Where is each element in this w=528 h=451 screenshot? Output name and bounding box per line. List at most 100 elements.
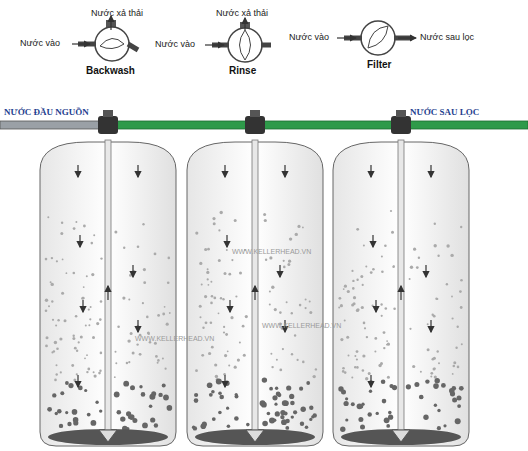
filter-media bbox=[360, 275, 363, 278]
filter-media bbox=[391, 231, 394, 234]
filter-media bbox=[279, 369, 282, 372]
filter-media bbox=[234, 416, 239, 421]
filter-media bbox=[99, 318, 102, 321]
filter-media bbox=[59, 337, 62, 340]
filter-media bbox=[224, 354, 227, 357]
filter-media bbox=[213, 222, 216, 225]
filter-media bbox=[291, 312, 293, 314]
filter-media bbox=[202, 422, 207, 427]
filter-media bbox=[446, 283, 448, 285]
filter-media bbox=[295, 233, 298, 236]
filter-media bbox=[210, 322, 213, 325]
filter-media bbox=[302, 227, 304, 229]
filter-media bbox=[71, 364, 74, 367]
filter-valve bbox=[337, 21, 416, 55]
filter-media bbox=[45, 299, 48, 302]
filter-media bbox=[374, 337, 377, 340]
filter-media bbox=[87, 413, 91, 417]
flow-arrow bbox=[137, 320, 138, 332]
filter-media bbox=[360, 424, 365, 429]
tank-base bbox=[48, 429, 168, 445]
filter-media bbox=[73, 335, 75, 337]
filter-media bbox=[128, 298, 130, 300]
filter-media bbox=[340, 427, 345, 432]
inlet-label: Nước vào bbox=[20, 39, 60, 49]
mode-title: Rinse bbox=[229, 65, 256, 76]
filter-media bbox=[56, 364, 58, 366]
filter-media bbox=[345, 418, 348, 421]
filter-media bbox=[53, 350, 55, 352]
filter-media bbox=[457, 326, 459, 328]
filter-media bbox=[95, 401, 98, 404]
filter-media bbox=[372, 268, 375, 271]
filter-media bbox=[286, 301, 288, 303]
filter-media bbox=[363, 245, 365, 247]
filter-media bbox=[46, 336, 49, 339]
riser-tube bbox=[398, 140, 404, 430]
filter-media bbox=[460, 306, 463, 309]
filter-media bbox=[293, 410, 297, 414]
filter-media bbox=[341, 390, 346, 395]
backwash-valve bbox=[72, 16, 138, 61]
filter-media bbox=[313, 375, 316, 378]
filter-media bbox=[137, 246, 140, 249]
filter-media bbox=[381, 380, 386, 385]
filter-media bbox=[282, 348, 284, 350]
filter-media bbox=[344, 285, 347, 288]
distributor bbox=[246, 430, 264, 442]
filter-media bbox=[365, 265, 367, 267]
filter-media bbox=[199, 305, 202, 308]
filter-media bbox=[384, 245, 387, 248]
filter-media bbox=[117, 326, 120, 329]
flow-arrow bbox=[372, 235, 373, 247]
filter-media bbox=[423, 415, 428, 420]
flow-arrow bbox=[79, 235, 80, 247]
filter-media bbox=[410, 266, 413, 269]
filter-media bbox=[132, 352, 135, 355]
distributor bbox=[392, 430, 410, 442]
filter-media bbox=[288, 260, 291, 263]
filter-media bbox=[357, 403, 363, 409]
filter-media bbox=[223, 331, 225, 333]
filter-media bbox=[51, 300, 53, 302]
inlet-label: Nước vào bbox=[155, 40, 195, 50]
mode-title: Backwash bbox=[86, 65, 135, 76]
filter-media bbox=[127, 339, 130, 342]
filter-media bbox=[358, 417, 363, 422]
filter-media bbox=[340, 338, 343, 341]
filter-media bbox=[98, 372, 101, 375]
filter-media bbox=[211, 346, 214, 349]
filter-media bbox=[420, 395, 424, 399]
flow-arrow bbox=[224, 165, 225, 177]
filter-media bbox=[376, 412, 379, 415]
flow-arrow bbox=[370, 165, 371, 177]
filter-media bbox=[437, 426, 441, 430]
filter-media bbox=[342, 367, 345, 370]
watermark: WWW.KELLERHEAD.VN bbox=[262, 322, 341, 330]
filter-media bbox=[164, 306, 166, 308]
filter-media bbox=[434, 368, 436, 370]
filter-media bbox=[130, 332, 133, 335]
filter-media bbox=[301, 407, 306, 412]
filter-media bbox=[72, 337, 75, 340]
filter-media bbox=[231, 259, 233, 261]
filter-media bbox=[157, 359, 160, 362]
filter-media bbox=[200, 316, 202, 318]
flow-arrow bbox=[254, 286, 255, 300]
filter-media bbox=[91, 420, 97, 426]
filter-media bbox=[126, 411, 131, 416]
filter-media bbox=[167, 405, 173, 411]
filter-media bbox=[370, 271, 373, 274]
filter-media bbox=[67, 422, 71, 426]
filter-media bbox=[91, 273, 94, 276]
filter-media bbox=[166, 323, 169, 326]
valve-head bbox=[98, 116, 118, 134]
filter-media bbox=[436, 298, 438, 300]
filter-media bbox=[437, 409, 440, 412]
filter-media bbox=[387, 343, 390, 346]
mode-title: Filter bbox=[367, 59, 391, 70]
flow-arrow bbox=[224, 375, 225, 387]
filter-media bbox=[284, 411, 288, 415]
filter-media bbox=[209, 393, 213, 397]
filter-media bbox=[218, 391, 222, 395]
